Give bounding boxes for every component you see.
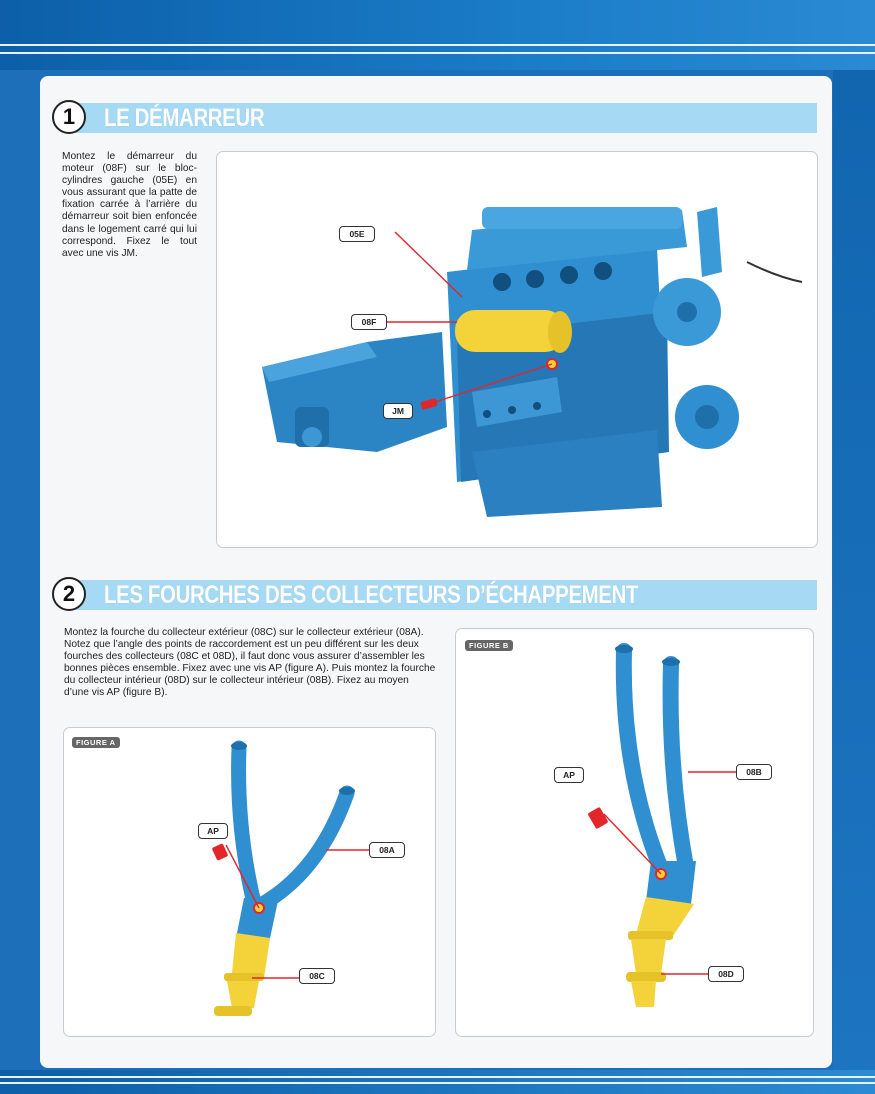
section-1-figure: 05E 08F JM bbox=[216, 151, 818, 548]
callout-05e: 05E bbox=[339, 226, 375, 242]
bottom-banner bbox=[0, 1070, 875, 1094]
figure-b-label: FIGURE B bbox=[465, 640, 513, 651]
figure-a-label: FIGURE A bbox=[72, 737, 120, 748]
figure-b: FIGURE B AP 08B 08D bbox=[455, 628, 814, 1037]
callout-jm: JM bbox=[383, 403, 413, 419]
top-banner bbox=[0, 0, 875, 70]
section-1-title: LE DÉMARREUR bbox=[104, 104, 265, 132]
figure-a: FIGURE A AP 08A 08C bbox=[63, 727, 436, 1037]
section-1-title-bar: LE DÉMARREUR bbox=[76, 103, 817, 133]
callout-08a: 08A bbox=[369, 842, 405, 858]
figure-a-illustration bbox=[212, 740, 369, 1016]
callout-08b: 08B bbox=[736, 764, 772, 780]
section-2-title: LES FOURCHES DES COLLECTEURS D’ÉCHAPPEME… bbox=[104, 581, 639, 609]
callout-08c: 08C bbox=[299, 968, 335, 984]
section-2-instructions: Montez la fourche du collecteur extérieu… bbox=[64, 627, 436, 699]
callout-b-ap: AP bbox=[554, 767, 584, 783]
callout-a-ap: AP bbox=[198, 823, 228, 839]
section-1-instructions: Montez le démarreur du moteur (08F) sur … bbox=[62, 151, 197, 259]
callout-08d: 08D bbox=[708, 966, 744, 982]
callout-08f: 08F bbox=[351, 314, 387, 330]
engine-illustration bbox=[262, 207, 803, 517]
section-1-number: 1 bbox=[52, 100, 86, 134]
section-2-number: 2 bbox=[52, 577, 86, 611]
figure-b-illustration bbox=[588, 643, 736, 1007]
section-2-title-bar: LES FOURCHES DES COLLECTEURS D’ÉCHAPPEME… bbox=[76, 580, 817, 610]
right-margin-band bbox=[833, 70, 875, 1070]
